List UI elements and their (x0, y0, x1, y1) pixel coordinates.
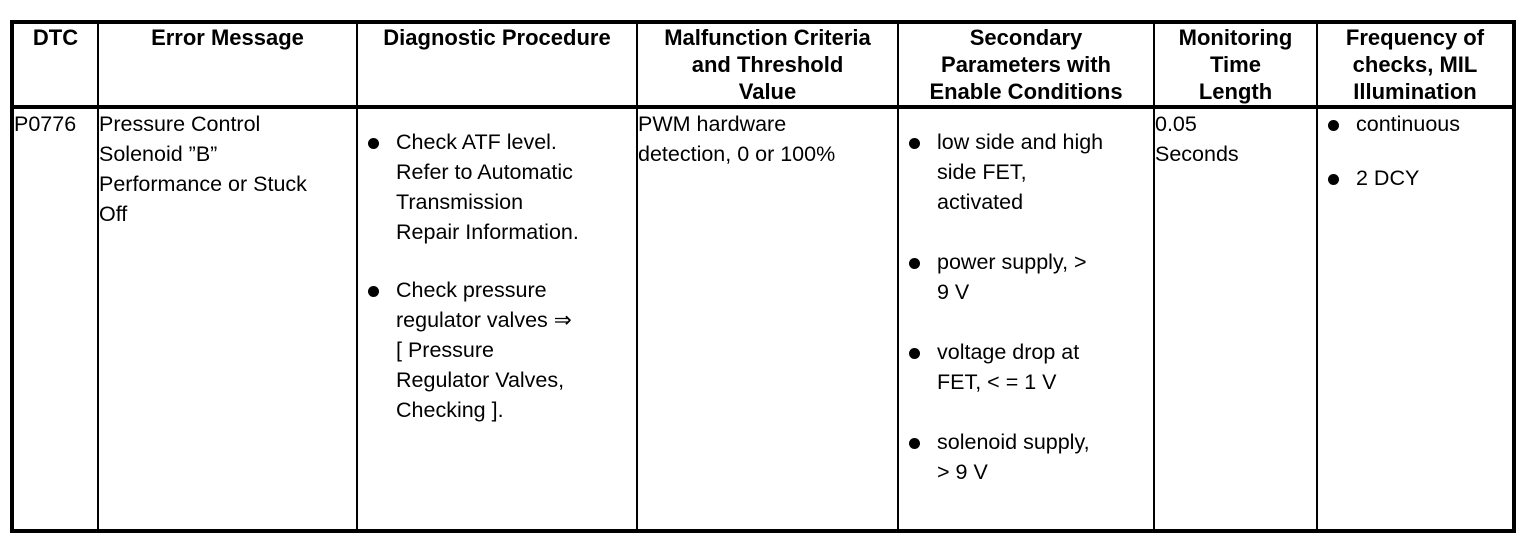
secondary-parameter-text: low side and high side FET, activated (937, 130, 1104, 214)
cell-monitoring-time-length: 0.05 Seconds (1153, 107, 1318, 531)
list-item: Check pressure regulator valves ⇒ [ Pres… (358, 275, 636, 425)
list-item: continuous (1318, 109, 1512, 139)
diagnostic-step-text: Check ATF level. Refer to Automatic Tran… (396, 130, 579, 244)
cell-secondary-parameters: low side and high side FET, activated po… (897, 107, 1155, 531)
secondary-parameter-text: solenoid supply, > 9 V (937, 430, 1090, 484)
cell-error-message: Pressure Control Solenoid ”B” Performanc… (97, 107, 358, 531)
frequency-list: continuous 2 DCY (1318, 109, 1512, 193)
secondary-parameter-text: power supply, > 9 V (937, 250, 1087, 304)
list-item: solenoid supply, > 9 V (899, 427, 1153, 487)
diagnostic-step-text: Check pressure regulator valves ⇒ [ Pres… (396, 278, 572, 422)
dtc-code: P0776 (14, 112, 77, 136)
column-header-diagnostic-procedure: Diagnostic Procedure (356, 22, 638, 109)
diagnostic-procedure-list: Check ATF level. Refer to Automatic Tran… (358, 127, 636, 425)
table-row: P0776 Pressure Control Solenoid ”B” Perf… (12, 107, 1514, 531)
secondary-parameter-text: voltage drop at FET, < = 1 V (937, 340, 1080, 394)
list-item: power supply, > 9 V (899, 247, 1153, 307)
column-header-dtc: DTC (12, 22, 99, 109)
frequency-text: continuous (1356, 112, 1460, 136)
malfunction-criteria-text: PWM hardware detection, 0 or 100% (638, 112, 836, 166)
column-header-error-message: Error Message (97, 22, 358, 109)
monitoring-time-text: 0.05 Seconds (1155, 112, 1239, 166)
secondary-parameters-list: low side and high side FET, activated po… (899, 127, 1153, 487)
column-header-malfunction-criteria: Malfunction Criteria and Threshold Value (636, 22, 899, 109)
list-item: low side and high side FET, activated (899, 127, 1153, 217)
list-item: 2 DCY (1318, 163, 1512, 193)
cell-frequency-of-checks: continuous 2 DCY (1316, 107, 1514, 531)
table-body: P0776 Pressure Control Solenoid ”B” Perf… (12, 107, 1514, 531)
error-message-text: Pressure Control Solenoid ”B” Performanc… (99, 112, 307, 226)
list-item: Check ATF level. Refer to Automatic Tran… (358, 127, 636, 247)
table-header: DTC Error Message Diagnostic Procedure M… (12, 22, 1514, 109)
column-header-secondary-parameters: Secondary Parameters with Enable Conditi… (897, 22, 1155, 109)
cell-malfunction-criteria: PWM hardware detection, 0 or 100% (636, 107, 899, 531)
column-header-frequency-of-checks: Frequency of checks, MIL Illumination (1316, 22, 1514, 109)
column-header-monitoring-time-length: Monitoring Time Length (1153, 22, 1318, 109)
cell-diagnostic-procedure: Check ATF level. Refer to Automatic Tran… (356, 107, 638, 531)
list-item: voltage drop at FET, < = 1 V (899, 337, 1153, 397)
header-row: DTC Error Message Diagnostic Procedure M… (12, 22, 1514, 109)
dtc-diagnostic-table: DTC Error Message Diagnostic Procedure M… (10, 20, 1516, 533)
frequency-text: 2 DCY (1356, 166, 1420, 190)
cell-dtc: P0776 (12, 107, 99, 531)
